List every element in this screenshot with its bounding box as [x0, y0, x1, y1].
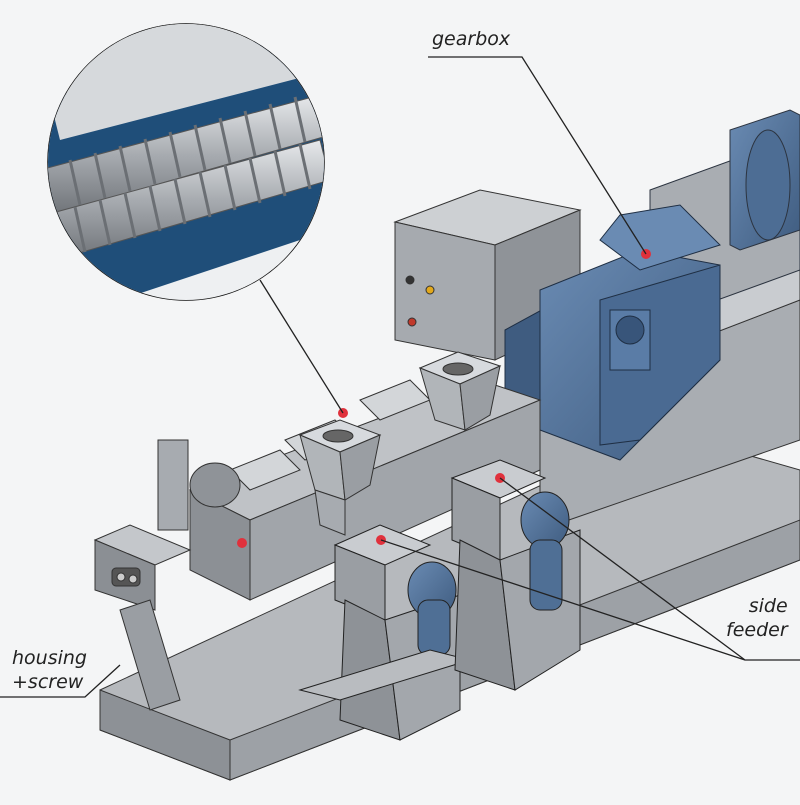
housing-screw-label-line2: +screw — [12, 671, 84, 693]
control-cabinet — [393, 189, 582, 361]
side-feeder-label-line2: feeder — [726, 619, 788, 641]
leader-lines — [0, 56, 800, 698]
feeder-motor — [157, 439, 241, 531]
marker-barrel — [237, 538, 247, 548]
leader-inset — [259, 279, 344, 414]
leader-housing — [0, 664, 121, 698]
side-feeder — [298, 524, 472, 741]
side-feeder-label: side feeder — [726, 594, 788, 642]
housing-screw-label-line1: housing — [12, 647, 87, 669]
housing-screw-label: housing +screw — [12, 646, 87, 694]
housing-screw — [93, 524, 192, 711]
side-feeder-label-line1: side — [748, 595, 788, 617]
gearbox-label: gearbox — [432, 28, 511, 50]
twin-screw — [48, 94, 324, 261]
gearbox — [504, 204, 721, 461]
screw-detail-inset — [47, 23, 325, 301]
hopper — [298, 419, 382, 536]
leader-gearbox — [428, 56, 647, 255]
leader-side-feeder — [380, 477, 800, 661]
hopper — [418, 351, 502, 431]
